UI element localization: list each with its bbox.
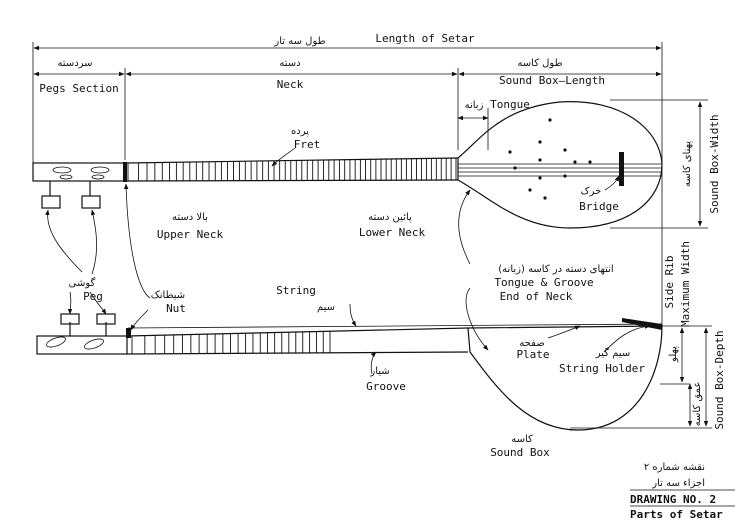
lower-neck-label: Lower Neck <box>359 226 426 239</box>
drawing-number: DRAWING NO. 2 <box>630 493 716 506</box>
neck-label-fa: دسته <box>279 58 300 69</box>
soundbox-depth-label-fa: عمق کاسه <box>692 382 703 427</box>
bridge-label-fa: خرک <box>581 186 602 197</box>
length-label-fa: طول سه تار <box>273 36 325 47</box>
top-view <box>32 101 663 229</box>
end-neck-label-fa: انتهای دسته در کاسه (زبانه) <box>498 264 613 275</box>
soundbox-width-label: Sound Box-Width <box>708 114 721 213</box>
drawing-number-fa: نقشه شماره ۲ <box>644 462 705 473</box>
upper-neck-label: Upper Neck <box>157 228 224 241</box>
soundbox-width-label-fa: پهنای کاسه <box>682 141 693 187</box>
frets-side <box>131 331 331 354</box>
string-label: String <box>276 284 316 297</box>
groove-label: Groove <box>366 380 406 393</box>
length-label: Length of Setar <box>375 32 475 45</box>
neck-label: Neck <box>277 78 304 91</box>
nut-label-fa: شیطانک <box>151 290 185 301</box>
side-rib-label: Side Rib <box>663 256 676 309</box>
drawing-title-fa: اجزاء سه تار <box>651 478 705 489</box>
nut-label: Nut <box>166 302 186 315</box>
peg-label: Peg <box>83 290 103 303</box>
maximum-width-label: Maximum Width <box>679 241 692 327</box>
tongue-groove-label: Tongue & Groove <box>494 276 593 289</box>
soundbox-depth-label: Sound Box-Depth <box>713 330 726 429</box>
caption-block: نقشه شماره ۲ اجزاء سه تار DRAWING NO. 2 … <box>630 462 735 521</box>
soundbox-length-label-fa: طول کاسه <box>517 58 562 69</box>
drawing-title: Parts of Setar <box>630 508 723 521</box>
string-label-fa: سیم <box>317 302 335 313</box>
top-pegs <box>41 181 101 209</box>
tongue-label-fa: زبانه <box>465 100 484 111</box>
pegs-section-label: Pegs Section <box>39 82 118 95</box>
soundbox-label-fa: کاسه <box>511 434 533 445</box>
soundbox-length-label: Sound Box—Length <box>499 74 605 87</box>
fret-label: Fret <box>294 138 321 151</box>
lower-neck-label-fa: پائین دسته <box>368 212 412 223</box>
dimension-lines <box>32 42 712 429</box>
frets-top <box>127 158 457 181</box>
groove-label-fa: شیار <box>369 366 389 377</box>
bridge-label: Bridge <box>579 200 619 213</box>
leader-lines <box>45 147 651 375</box>
peg-label-fa: گوشی <box>69 277 96 289</box>
string-holder-label: String Holder <box>559 362 645 375</box>
pegs-section-label-fa: سردسته <box>57 58 92 69</box>
string-holder-label-fa: سیم گیر <box>595 347 631 359</box>
end-of-neck-label: End of Neck <box>500 290 573 303</box>
bridge-mark <box>619 152 624 186</box>
plate-label: Plate <box>516 348 549 361</box>
soundbox-label: Sound Box <box>490 446 550 459</box>
tongue-label: Tongue <box>490 98 530 111</box>
side-label-fa: پهلو <box>668 346 679 363</box>
upper-neck-label-fa: بالا دسته <box>172 212 208 223</box>
plate-label-fa: صفحه <box>519 338 544 349</box>
fret-label-fa: پرده <box>291 126 309 137</box>
